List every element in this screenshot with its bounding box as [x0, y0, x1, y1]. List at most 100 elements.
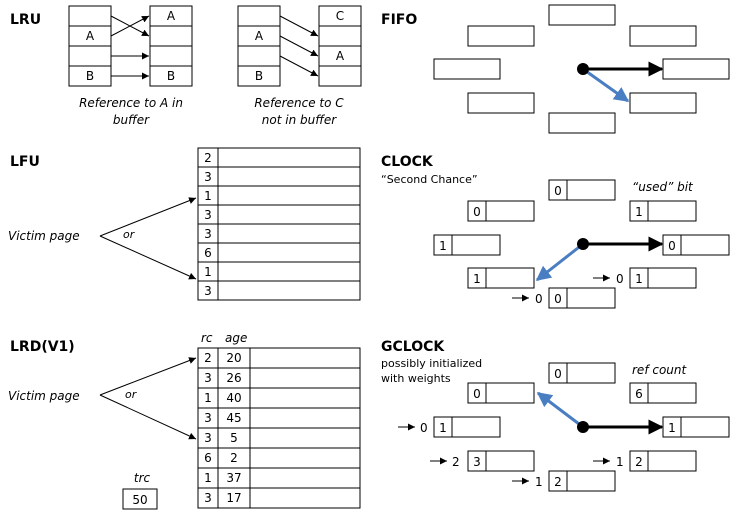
lru-left-caption-line2: buffer	[113, 113, 150, 127]
lfu-page-cell	[217, 185, 361, 206]
gclock-panel: GCLOCK possibly initialized with weights…	[381, 339, 730, 492]
lrd-rc: 3	[204, 491, 212, 505]
clock-hand-hub	[577, 238, 589, 250]
fifo-next-arrow	[582, 67, 630, 103]
clock-bit: 1	[635, 205, 643, 219]
lfu-page-cell	[217, 261, 361, 282]
lrd-page-cell	[249, 447, 361, 469]
gclock-decrement-value: 1	[535, 475, 543, 489]
lru-left-cell-label: A	[86, 29, 95, 43]
lrd-rc: 1	[204, 391, 212, 405]
clock-reset-value: 0	[616, 272, 624, 286]
lfu-page-cell	[217, 223, 361, 244]
lru-buffer-cell-label: B	[167, 69, 175, 83]
clock-bit: 1	[473, 272, 481, 286]
lru-buffer-cell	[149, 45, 193, 67]
lrd-page-cell	[249, 487, 361, 509]
gclock-count: 2	[554, 475, 562, 489]
clock-bit: 0	[554, 292, 562, 306]
lrd-trc-value: 50	[132, 493, 147, 507]
lrd-trc-label: trc	[134, 471, 151, 485]
lrd-age: 5	[230, 431, 238, 445]
lrd-victim-arrow	[99, 394, 197, 440]
fifo-slot	[629, 25, 697, 47]
lru-buffer-cell-label: C	[336, 9, 344, 23]
gclock-count: 2	[635, 455, 643, 469]
lru-buffer-cell	[149, 65, 193, 87]
lrd-rc: 3	[204, 371, 212, 385]
lfu-count: 3	[204, 208, 212, 222]
lfu-count: 3	[204, 170, 212, 184]
lrd-or-label: or	[125, 388, 138, 401]
lrd-page-cell	[249, 347, 361, 369]
arrow	[110, 15, 150, 37]
lru-right-cell-label: A	[255, 29, 264, 43]
clock-frame	[566, 287, 616, 309]
lrd-rc: 2	[204, 351, 212, 365]
lru-left-cell	[68, 45, 112, 67]
fifo-panel: FIFO	[381, 4, 730, 134]
lru-left-arrows	[110, 15, 150, 80]
lrd-page-cell	[249, 467, 361, 489]
lrd-age: 20	[226, 351, 241, 365]
clock-frame	[485, 267, 535, 289]
clock-bit: 1	[439, 239, 447, 253]
clock-subtitle: “Second Chance”	[381, 173, 478, 186]
gclock-decrement-value: 0	[420, 421, 428, 435]
lru-left-caption-line1: Reference to A in	[79, 96, 183, 110]
lru-buffer-cell-label: A	[167, 9, 176, 23]
lrd-page-cell	[249, 387, 361, 409]
fifo-slot	[629, 92, 697, 114]
lfu-panel: LFU Victim page or 2 3 1 3 3	[8, 147, 361, 301]
lfu-or-label: or	[123, 228, 136, 241]
lfu-page-cell	[217, 242, 361, 263]
clock-title: CLOCK	[381, 154, 434, 170]
clock-bit: 1	[635, 272, 643, 286]
lfu-page-cell	[217, 166, 361, 187]
lrd-age: 17	[226, 491, 241, 505]
arrow	[279, 35, 319, 57]
gclock-title: GCLOCK	[381, 339, 445, 355]
lfu-count: 1	[204, 189, 212, 203]
lru-right-cell	[237, 45, 281, 67]
lfu-page-cell	[217, 204, 361, 225]
lrd-age-header: age	[225, 331, 247, 345]
fifo-slot	[548, 112, 616, 134]
lrd-page-cell	[249, 427, 361, 449]
lfu-count: 2	[204, 151, 212, 165]
lru-right-buffer: C A	[318, 5, 362, 87]
fifo-title: FIFO	[381, 12, 417, 28]
lrd-age: 2	[230, 451, 238, 465]
lru-right-caption-line1: Reference to C	[254, 96, 344, 110]
lru-buffer-cell	[149, 25, 193, 47]
gclock-frame	[647, 450, 697, 472]
gclock-hand-hub	[577, 421, 589, 433]
gclock-decrement-value: 2	[452, 455, 460, 469]
lrd-panel: LRD(V1) rc age Victim page or	[8, 331, 361, 510]
lfu-page-cell	[217, 147, 361, 168]
fifo-pointer-hub	[577, 63, 589, 75]
lrd-age: 40	[226, 391, 241, 405]
gclock-frame	[566, 470, 616, 492]
gclock-subtitle-line1: possibly initialized	[381, 357, 482, 370]
clock-frame	[451, 234, 501, 256]
gclock-frame	[566, 362, 616, 384]
lru-title: LRU	[10, 12, 41, 28]
gclock-count: 1	[439, 421, 447, 435]
gclock-count: 0	[554, 367, 562, 381]
lru-right-arrows	[279, 15, 319, 77]
lru-right-cell	[237, 65, 281, 87]
gclock-subtitle-line2: with weights	[381, 372, 451, 385]
gclock-decrement-value: 1	[616, 455, 624, 469]
gclock-frame	[485, 450, 535, 472]
lrd-rc: 6	[204, 451, 212, 465]
lrd-rc: 3	[204, 411, 212, 425]
lru-left-cell	[68, 5, 112, 27]
gclock-frame	[485, 382, 535, 404]
lru-right-table: A B	[237, 5, 281, 87]
lrd-age: 45	[226, 411, 241, 425]
lfu-count: 3	[204, 227, 212, 241]
lfu-victim-arrow	[99, 197, 197, 237]
gclock-frame	[451, 416, 501, 438]
